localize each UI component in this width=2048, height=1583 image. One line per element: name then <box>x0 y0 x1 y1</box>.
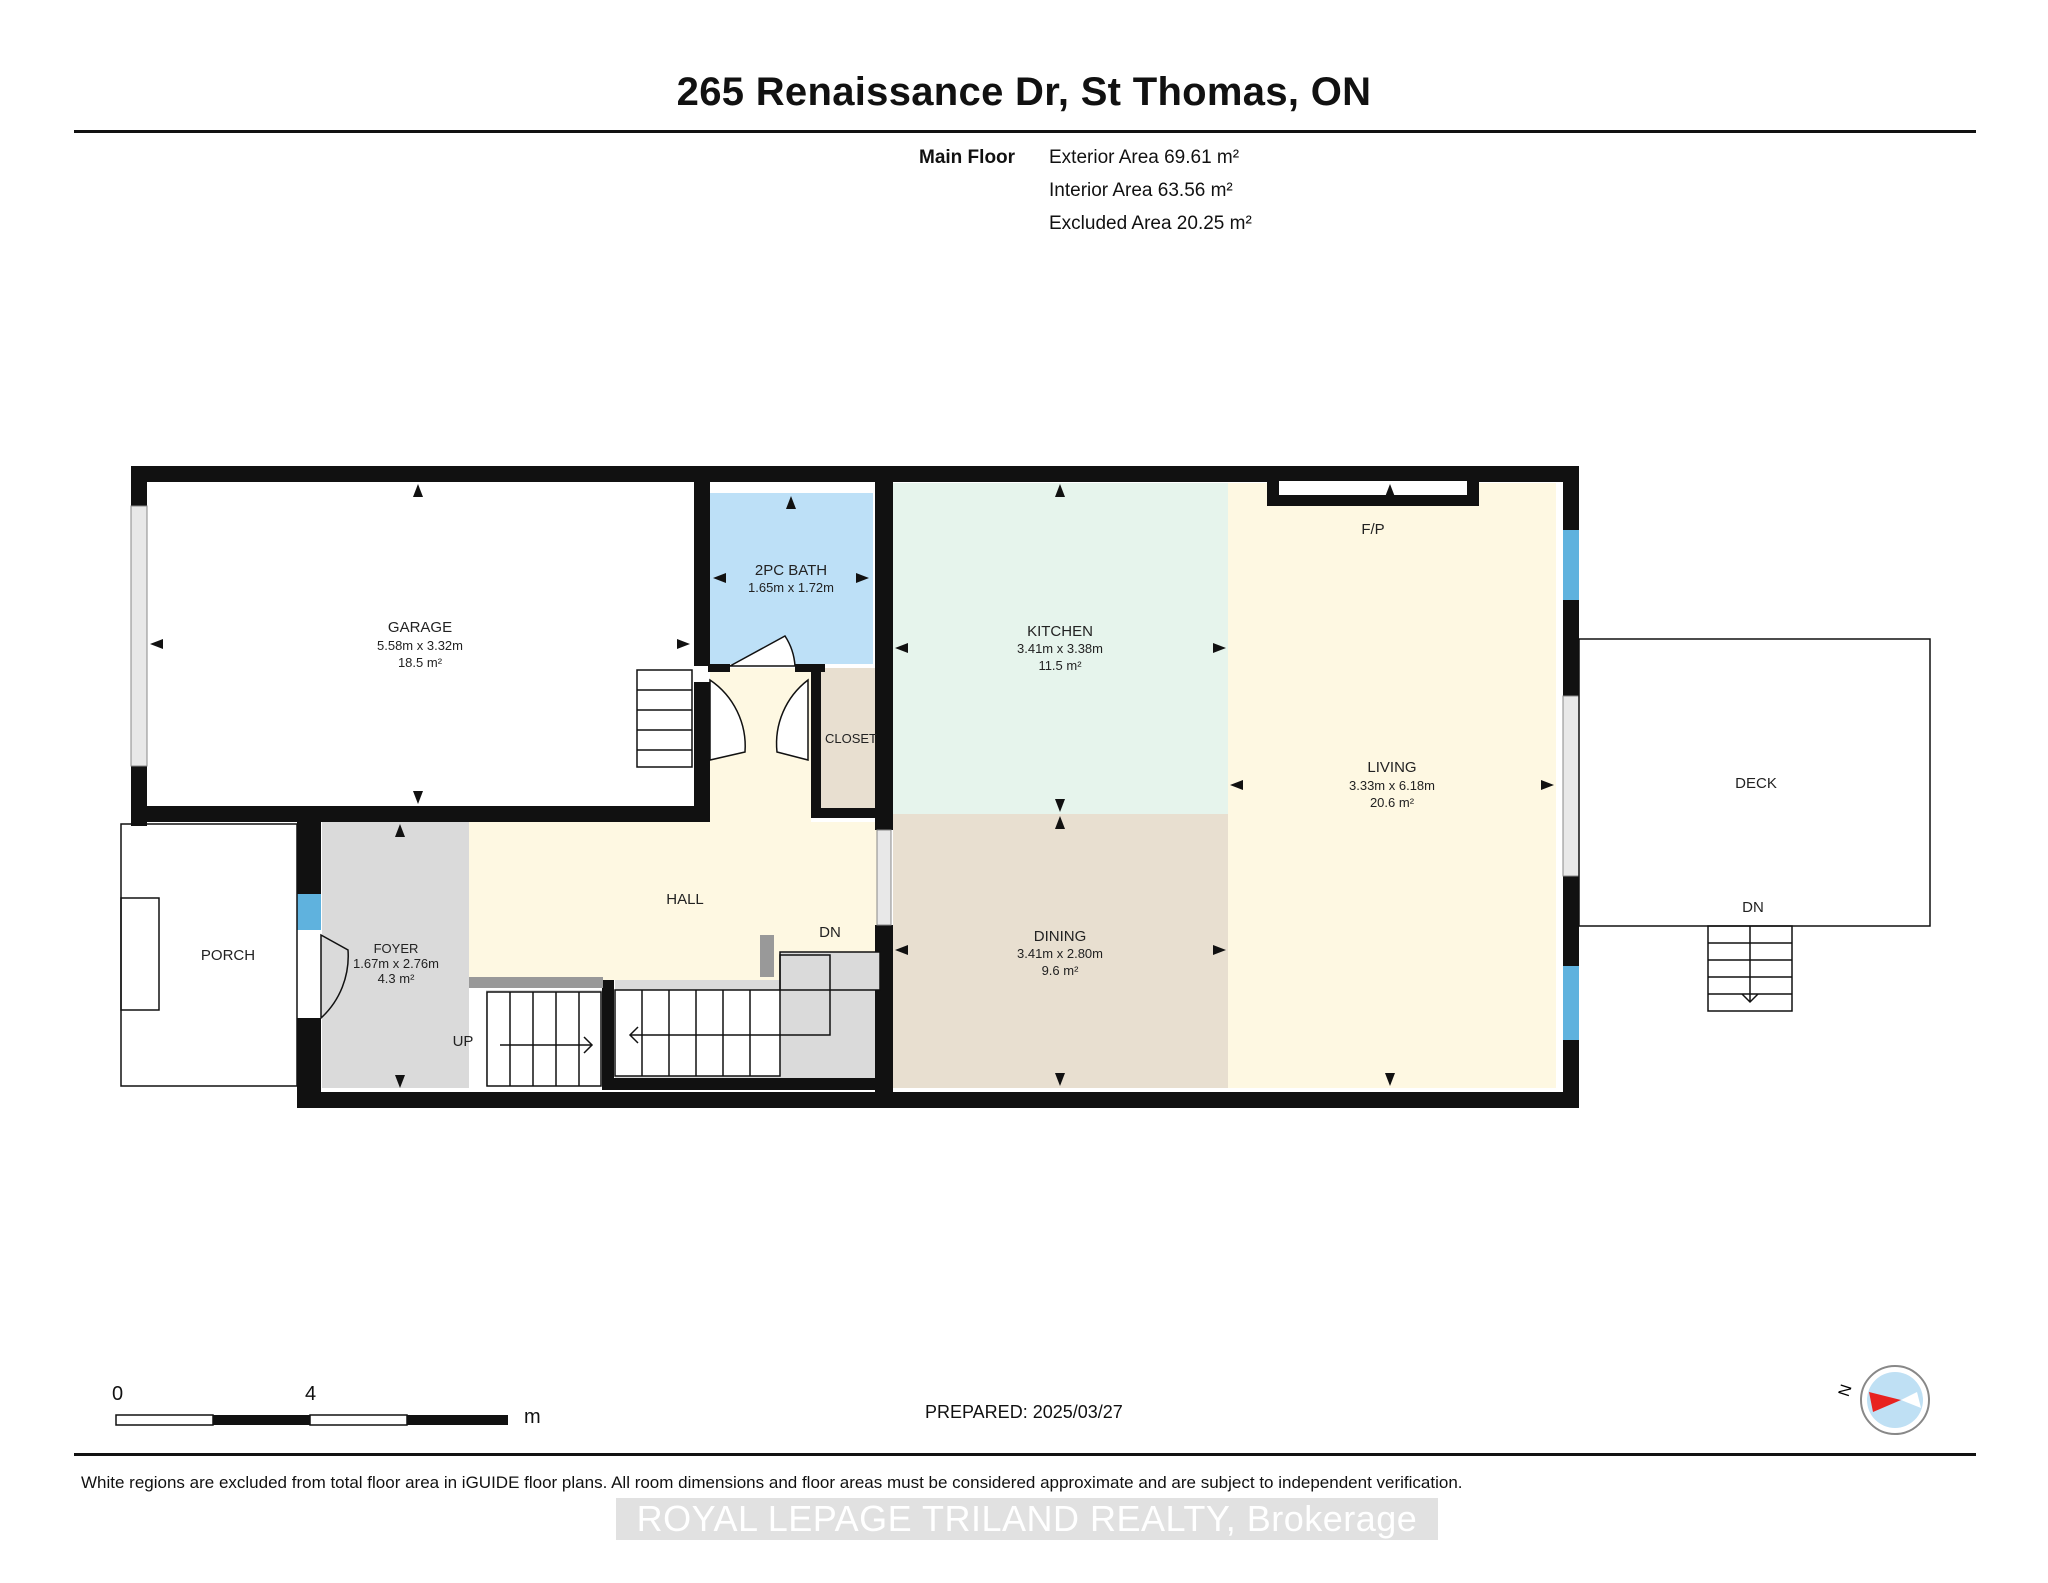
scale-bar <box>115 1414 508 1426</box>
garage-area: 18.5 m² <box>398 655 443 670</box>
porch-label: PORCH <box>201 947 255 964</box>
stairs-up-label: UP <box>453 1033 474 1050</box>
garage-dims: 5.58m x 3.32m <box>377 638 463 653</box>
kitchen-label: KITCHEN <box>1027 623 1093 640</box>
doors <box>320 635 809 1020</box>
bath-fill <box>709 493 873 664</box>
foyer-label: FOYER <box>374 941 419 956</box>
bath-dims: 1.65m x 1.72m <box>748 580 834 595</box>
kitchen-fill <box>893 483 1228 814</box>
excluded-area: Excluded Area 20.25 m² <box>1049 213 1252 234</box>
page-title: 265 Renaissance Dr, St Thomas, ON <box>676 70 1372 114</box>
deck-stairs <box>1707 925 1793 1012</box>
deck-stairs-label: DN <box>1742 899 1764 916</box>
garage-label: GARAGE <box>388 619 452 636</box>
compass-label: N <box>1836 1382 1856 1398</box>
foyer-area: 4.3 m² <box>378 971 416 986</box>
brokerage-watermark: ROYAL LEPAGE TRILAND REALTY, Brokerage <box>616 1498 1438 1540</box>
living-label: LIVING <box>1367 759 1416 776</box>
hall-stairs-label: DN <box>819 924 841 941</box>
scale-label-2: 4 <box>305 1383 317 1405</box>
hall-beam <box>469 977 603 988</box>
kitchen-dims: 3.41m x 3.38m <box>1017 641 1103 656</box>
scale-label-0: 0 <box>112 1383 124 1405</box>
stairs-up <box>486 991 602 1087</box>
dining-fill <box>893 814 1228 1088</box>
fireplace-hearth <box>1279 481 1467 495</box>
floor-name: Main Floor <box>919 147 1016 168</box>
dining-label: DINING <box>1034 928 1087 945</box>
dimension-arrows <box>150 484 1554 1088</box>
bath-label: 2PC BATH <box>755 562 827 579</box>
deck-label: DECK <box>1735 775 1777 792</box>
scale-unit: m <box>524 1406 541 1428</box>
closet-fill <box>821 668 883 808</box>
stairs-down <box>614 951 881 1077</box>
kitchen-area: 11.5 m² <box>1038 658 1082 673</box>
dining-dims: 3.41m x 2.80m <box>1017 946 1103 961</box>
disclaimer-text: White regions are excluded from total fl… <box>81 1473 1463 1492</box>
porch-step <box>120 897 160 1011</box>
hall-label: HALL <box>666 891 704 908</box>
garage-steps <box>636 669 693 768</box>
exterior-area: Exterior Area 69.61 m² <box>1049 147 1240 168</box>
living-fill <box>1228 483 1556 1088</box>
dining-area: 9.6 m² <box>1042 963 1080 978</box>
interior-area: Interior Area 63.56 m² <box>1049 180 1233 201</box>
header-divider <box>74 130 1976 133</box>
footer-divider <box>74 1453 1976 1456</box>
compass-icon <box>1860 1365 1930 1435</box>
foyer-dims: 1.67m x 2.76m <box>353 956 439 971</box>
prepared-date: PREPARED: 2025/03/27 <box>925 1402 1123 1422</box>
living-dims: 3.33m x 6.18m <box>1349 778 1435 793</box>
fireplace-label: F/P <box>1361 521 1384 538</box>
windows <box>130 505 1580 1040</box>
stair-post <box>760 935 774 977</box>
living-area: 20.6 m² <box>1370 795 1415 810</box>
closet-label: CLOSET <box>825 731 877 746</box>
